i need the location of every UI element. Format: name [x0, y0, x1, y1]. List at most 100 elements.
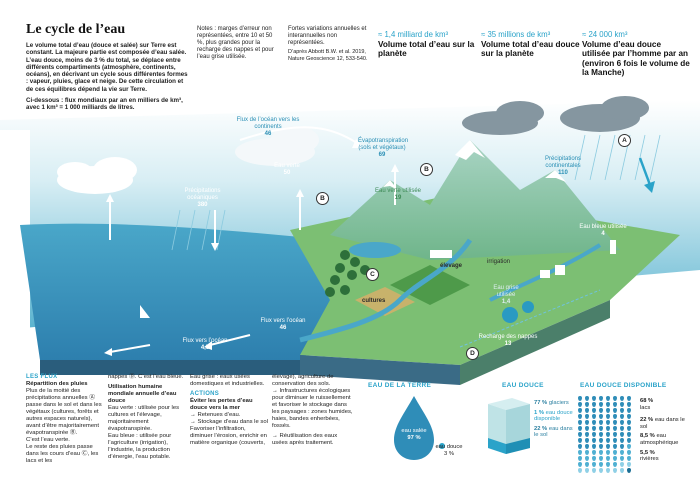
water-drop-dot [613, 456, 617, 461]
water-drop-dot [627, 450, 631, 455]
water-drop-dot [585, 408, 589, 413]
water-drop-dot [578, 444, 582, 449]
section-dispo-title: EAU DOUCE DISPONIBLE [580, 382, 667, 389]
salt-water-drop [394, 396, 434, 460]
water-drop-dot [578, 414, 582, 419]
label-precip-ocean: Précipitations océaniques 380 [170, 188, 235, 209]
water-drop-dot [599, 468, 603, 473]
flow-label: Précipitations océaniques [184, 188, 221, 201]
footer-col-4: élevage), agriculture de conservation de… [272, 374, 354, 447]
sailboat [140, 305, 150, 318]
water-drop-dot [592, 450, 596, 455]
water-drop-dot [620, 432, 624, 437]
notes: Notes : marges d’erreur non représentées… [197, 26, 274, 60]
flow-value: 50 [283, 170, 291, 176]
ocean [20, 223, 380, 360]
label-evap-ocean: Évaporation océanique 420 [68, 168, 128, 189]
pct: 5,5 % [640, 449, 655, 456]
water-drop-dot [578, 438, 582, 443]
water-drop-dot [599, 444, 603, 449]
pct: 68 % [640, 398, 654, 404]
flow-value: 13 [504, 341, 512, 347]
marker-a: A [618, 134, 631, 147]
water-drop-dot [613, 468, 617, 473]
water-drop-dot [606, 432, 610, 437]
pct: 8,5 % [640, 433, 655, 440]
flow-value: 46 [264, 131, 272, 137]
marker-b-ocean: B [316, 192, 329, 205]
water-drop-dot [620, 444, 624, 449]
unit-note: Ci-dessous : flux mondiaux par an en mil… [26, 97, 183, 112]
lake [349, 242, 401, 258]
water-drop-dot [627, 420, 631, 425]
label-flux-vers-ocean-45: Flux vers l’océan 4,5 [180, 338, 230, 352]
water-drop-dot [592, 408, 596, 413]
label-eau-verte: Eau verte 50 [272, 163, 302, 177]
water-drop-dot [585, 438, 589, 443]
water-drop-dot [585, 456, 589, 461]
factory [610, 240, 616, 254]
flow-value: 1,4 [501, 299, 511, 305]
label-precip-continentales: Précipitations continentales 110 [528, 156, 598, 177]
water-drop-dot [627, 444, 631, 449]
stat-value: ≈ 24 000 km³ [582, 30, 628, 39]
water-drop-dot [613, 438, 617, 443]
water-drop-dot [592, 426, 596, 431]
footer-col-1: LES FLUX Répartition des pluies Plus de … [26, 374, 106, 465]
stat-human-use: ≈ 24 000 km³ Volume d’eau douce utilisée… [582, 30, 690, 78]
footer-text: C’est l’eau verte. [26, 437, 70, 443]
available-water-breakdown: 68 %lacs 22 % eau dans le sol 8,5 % eau … [640, 398, 692, 463]
footer-text: Le reste des pluies passe dans les cours… [26, 444, 99, 464]
flow-value: 4,5 [200, 345, 210, 351]
flow-label: Évapotranspiration (sols et végétaux) [358, 138, 409, 151]
page-title: Le cycle de l’eau [26, 22, 126, 37]
water-drop-dot [613, 462, 617, 467]
water-drop-dot [606, 462, 610, 467]
fresh-water-drop [439, 443, 445, 449]
water-drop-dot [599, 402, 603, 407]
water-drop-dot [613, 408, 617, 413]
fresh-water-pct: 3 % [444, 450, 454, 457]
flow-label: Eau bleue utilisée [579, 224, 627, 230]
stat-label: Volume total d’eau sur la planète [378, 39, 475, 59]
water-drop-dot [592, 438, 596, 443]
water-drop-dot [627, 408, 631, 413]
water-drop-dot [606, 408, 610, 413]
water-drop-dot [613, 420, 617, 425]
water-drop-dot [585, 444, 589, 449]
flow-value: 420 [92, 182, 103, 188]
flow-label: Précipitations continentales [544, 156, 582, 169]
salt-water-pct: 97 % [407, 434, 421, 441]
flow-value: 69 [378, 152, 386, 158]
fresh-water-text: eau douce [435, 444, 463, 450]
water-drop-dot [578, 456, 582, 461]
variations-note: Fortes variations annuelles et interannu… [288, 26, 367, 46]
water-drop-dot [578, 432, 582, 437]
footer-text: Plus de la moitié des précipitations ann… [26, 388, 102, 436]
water-drop-dot [627, 402, 631, 407]
flow-label: Eau verte [274, 163, 300, 169]
source-note: D’après Abbott B.W. et al. 2019, Nature … [288, 49, 368, 62]
water-drop-dot [599, 462, 603, 467]
water-drop-dot [606, 468, 610, 473]
label: eau atmosphérique [640, 433, 679, 446]
drop-chart [394, 396, 445, 460]
water-drop-dot [627, 438, 631, 443]
water-drop-dot [592, 402, 596, 407]
water-drop-dot [578, 468, 582, 473]
marker-c: C [366, 268, 379, 281]
treatment-plant [502, 307, 518, 323]
water-drop-dot [613, 432, 617, 437]
water-drop-dot [627, 414, 631, 419]
water-drop-dot [606, 402, 610, 407]
fresh-water-fill [488, 438, 506, 454]
footer-text: Utilisation humaine mondiale annuelle d’… [108, 384, 177, 404]
rain [171, 134, 661, 251]
water-drop-dot [578, 396, 582, 401]
label-irrigation: irrigation [487, 259, 511, 265]
water-drop-dot [620, 396, 624, 401]
water-drop-dot [627, 396, 631, 401]
water-drop-dot [613, 426, 617, 431]
flow-label: Flux vers l’océan [182, 338, 228, 344]
